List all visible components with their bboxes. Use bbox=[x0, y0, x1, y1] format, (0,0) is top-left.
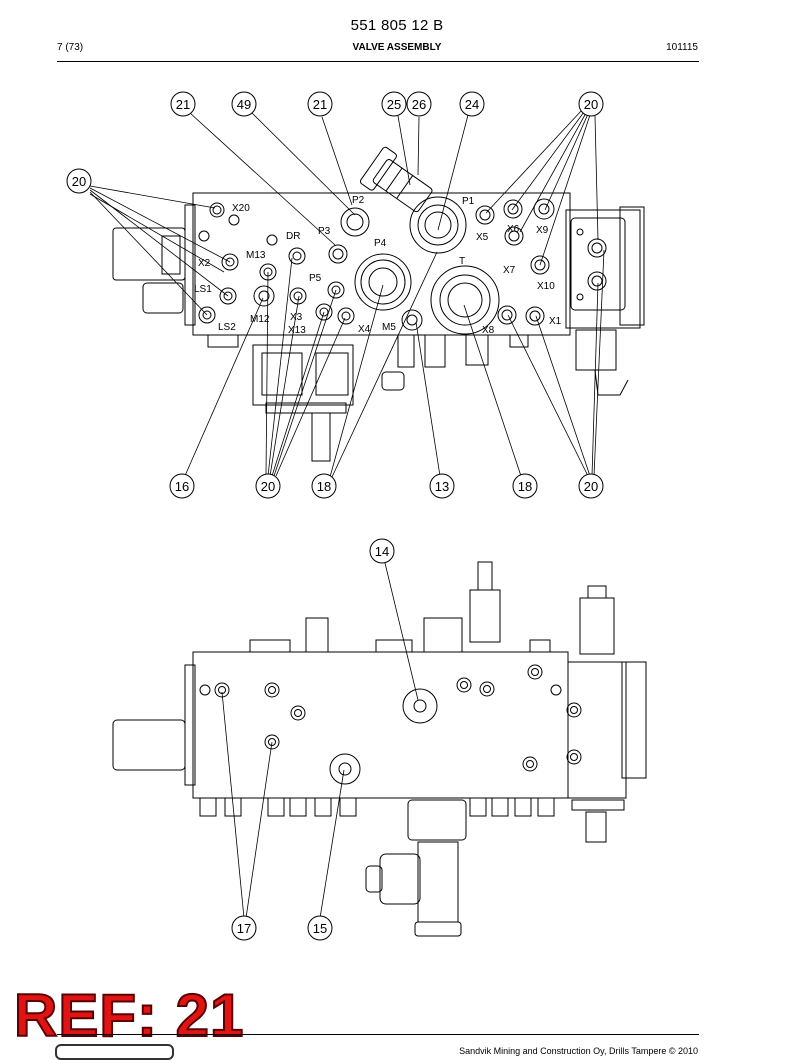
callouts-bottom-view: 14 17 15 bbox=[231, 538, 395, 941]
svg-text:13: 13 bbox=[435, 479, 449, 494]
document-number: 551 805 12 B bbox=[350, 17, 444, 34]
document-code: 101115 bbox=[666, 42, 698, 53]
footer-copyright: Sandvik Mining and Construction Oy, Dril… bbox=[459, 1046, 698, 1056]
port-label-x6: X6 bbox=[507, 224, 520, 235]
svg-text:15: 15 bbox=[313, 921, 327, 936]
port-label-p3: P3 bbox=[318, 226, 331, 237]
port-label-x9: X9 bbox=[536, 225, 549, 236]
port-label-p5: P5 bbox=[309, 273, 322, 284]
port-label-p4: P4 bbox=[374, 238, 387, 249]
callouts-top-view: 21 49 21 25 26 24 20 20 16 20 18 13 18 2… bbox=[66, 91, 604, 499]
callout-balloon: 17 bbox=[231, 915, 257, 941]
port-label-x10: X10 bbox=[537, 281, 555, 292]
callout-balloon: 21 bbox=[307, 91, 333, 117]
callout-balloon: 18 bbox=[512, 473, 538, 499]
header-divider bbox=[57, 61, 699, 62]
callout-balloon: 20 bbox=[578, 473, 604, 499]
port-label-x1: X1 bbox=[549, 316, 562, 327]
callout-balloon: 13 bbox=[429, 473, 455, 499]
port-label-p2: P2 bbox=[352, 195, 365, 206]
port-label-dr: DR bbox=[286, 231, 300, 242]
footer-divider bbox=[57, 1034, 699, 1035]
port-label-p1: P1 bbox=[462, 196, 475, 207]
callout-balloon: 49 bbox=[231, 91, 257, 117]
callout-balloon: 20 bbox=[66, 168, 92, 194]
svg-text:25: 25 bbox=[387, 97, 401, 112]
bottom-row-fittings bbox=[199, 797, 555, 817]
port-label-m13: M13 bbox=[246, 250, 266, 261]
svg-text:20: 20 bbox=[584, 97, 598, 112]
port-label-ls1: LS1 bbox=[194, 284, 212, 295]
svg-text:18: 18 bbox=[518, 479, 532, 494]
port-fittings-top bbox=[198, 196, 607, 335]
svg-text:21: 21 bbox=[176, 97, 190, 112]
port-label-ls2: LS2 bbox=[218, 322, 236, 333]
port-label-m5: M5 bbox=[382, 322, 396, 333]
leader-lines-top bbox=[89, 109, 605, 479]
callout-balloon: 26 bbox=[406, 91, 432, 117]
port-label-x8: X8 bbox=[482, 325, 495, 336]
page-number: 7 (73) bbox=[57, 42, 84, 53]
svg-text:17: 17 bbox=[237, 921, 251, 936]
callout-balloon: 24 bbox=[459, 91, 485, 117]
callout-balloon: 15 bbox=[307, 915, 333, 941]
svg-text:14: 14 bbox=[375, 544, 389, 559]
ref-stamp: REF: 21 bbox=[13, 982, 245, 1049]
svg-text:20: 20 bbox=[584, 479, 598, 494]
callout-balloon: 14 bbox=[369, 538, 395, 564]
callout-balloon: 25 bbox=[381, 91, 407, 117]
port-labels: X20 P2 P1 DR P3 P4 X2 M13 X5 X6 X9 T X7 … bbox=[194, 195, 562, 336]
page-title: VALVE ASSEMBLY bbox=[352, 42, 442, 53]
callout-balloon: 18 bbox=[311, 473, 337, 499]
top-view: X20 P2 P1 DR P3 P4 X2 M13 X5 X6 X9 T X7 … bbox=[66, 91, 645, 499]
callout-balloon: 20 bbox=[578, 91, 604, 117]
port-label-m12: M12 bbox=[250, 314, 270, 325]
port-label-t: T bbox=[459, 256, 465, 267]
bottom-view: 14 17 15 bbox=[112, 538, 647, 941]
svg-text:20: 20 bbox=[261, 479, 275, 494]
port-label-x4: X4 bbox=[358, 324, 371, 335]
port-fittings-bottom bbox=[199, 664, 582, 785]
callout-balloon: 16 bbox=[169, 473, 195, 499]
port-label-x5: X5 bbox=[476, 232, 489, 243]
callout-balloon: 21 bbox=[170, 91, 196, 117]
port-label-x13: X13 bbox=[288, 325, 306, 336]
port-label-x7: X7 bbox=[503, 265, 516, 276]
svg-text:18: 18 bbox=[317, 479, 331, 494]
svg-text:20: 20 bbox=[72, 174, 86, 189]
port-label-x2: X2 bbox=[198, 258, 211, 269]
callout-balloon: 20 bbox=[255, 473, 281, 499]
svg-text:16: 16 bbox=[175, 479, 189, 494]
svg-text:24: 24 bbox=[465, 97, 479, 112]
svg-text:21: 21 bbox=[313, 97, 327, 112]
svg-text:26: 26 bbox=[412, 97, 426, 112]
port-label-x20: X20 bbox=[232, 203, 250, 214]
port-label-x3: X3 bbox=[290, 312, 303, 323]
svg-text:49: 49 bbox=[237, 97, 251, 112]
